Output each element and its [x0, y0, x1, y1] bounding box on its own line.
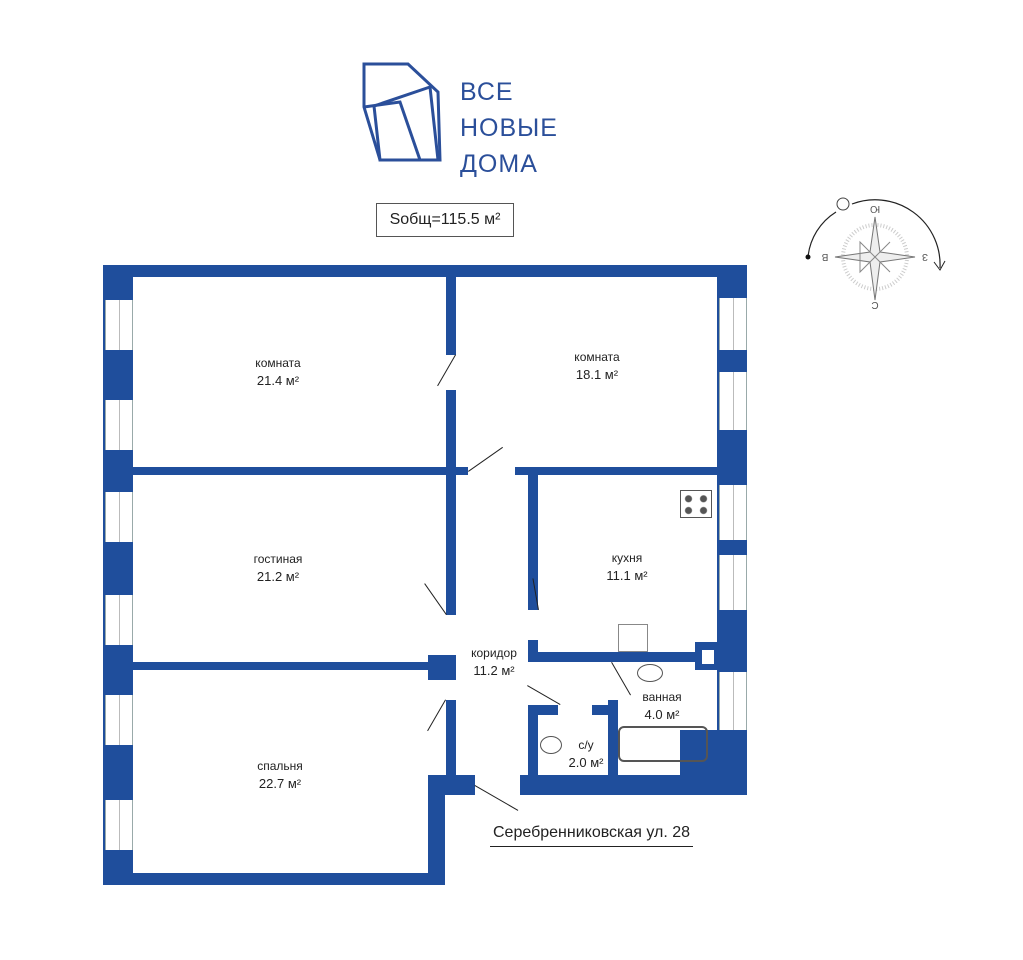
window — [719, 672, 747, 730]
address-label: Серебренниковская ул. 28 — [490, 824, 694, 847]
sink-icon — [618, 624, 648, 652]
washbasin-icon — [637, 664, 663, 682]
door — [437, 354, 456, 387]
toilet-icon — [540, 736, 562, 754]
window — [105, 300, 133, 350]
compass-south: С — [871, 299, 878, 310]
door — [611, 662, 631, 696]
window — [105, 595, 133, 645]
window — [105, 400, 133, 450]
compass-west: В — [821, 251, 828, 262]
window — [105, 492, 133, 542]
door — [474, 785, 519, 811]
compass-east: З — [922, 251, 928, 262]
door — [527, 685, 561, 705]
window — [105, 800, 133, 850]
logo-icon — [362, 62, 442, 162]
bathtub-icon — [618, 726, 708, 762]
window — [719, 372, 747, 430]
compass-icon: Ю С З В — [805, 197, 946, 310]
window — [719, 555, 747, 610]
window — [719, 298, 747, 350]
door — [468, 446, 503, 472]
total-area-label: Sобщ=115.5 м² — [376, 203, 514, 237]
door — [424, 583, 447, 615]
window — [105, 695, 133, 745]
door — [427, 699, 446, 732]
window — [719, 485, 747, 540]
stove-icon — [680, 490, 712, 518]
compass-north: Ю — [870, 203, 880, 214]
